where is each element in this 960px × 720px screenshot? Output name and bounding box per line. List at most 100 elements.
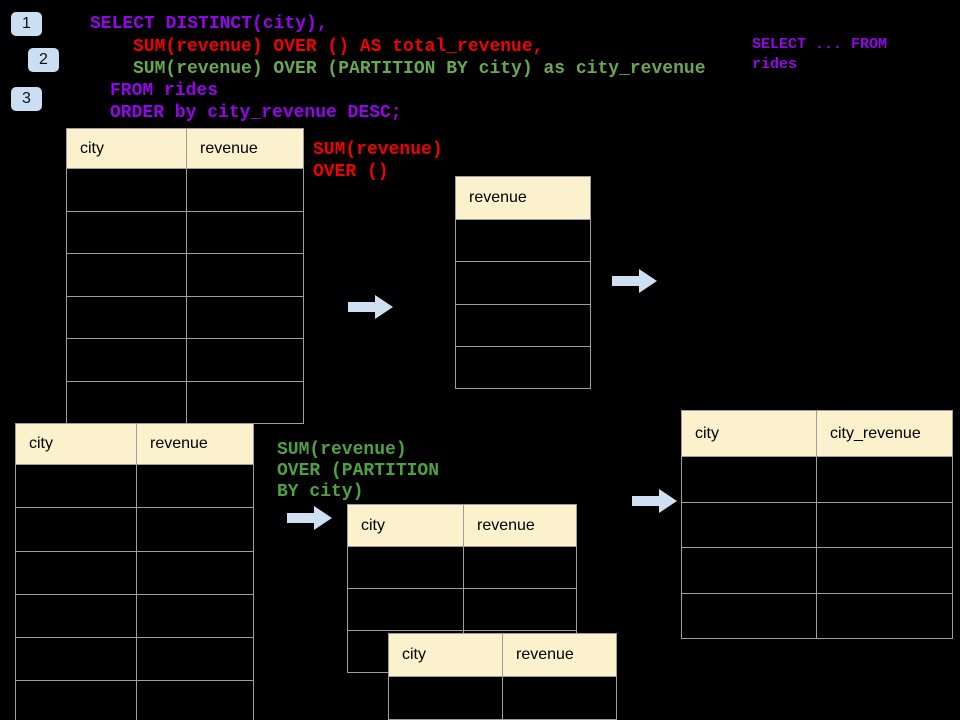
table-row: [389, 676, 616, 719]
table-partition-result: city city_revenue: [681, 410, 953, 639]
table-cell: [456, 305, 590, 346]
table-row: [16, 637, 253, 681]
table-partition-overlap: city revenue: [388, 633, 617, 720]
table-row: [16, 680, 253, 720]
table-partition-mid: city revenue: [347, 504, 577, 673]
table-cell: [67, 381, 187, 423]
table-cell: [137, 508, 253, 550]
table-cell: [67, 254, 187, 296]
table-cell: [682, 457, 817, 502]
table-cell: [16, 594, 137, 638]
table-cell: [817, 548, 952, 593]
table-cell: [682, 502, 817, 547]
arrow-right-icon: [632, 488, 678, 514]
table-cell: [817, 594, 952, 639]
column-header-revenue: revenue: [469, 189, 527, 206]
table-cell: [137, 595, 253, 637]
table-row: [456, 261, 590, 304]
table-cell: [187, 254, 303, 296]
annotation-partition-line1: SUM(revenue): [277, 440, 407, 460]
table-cell: [16, 551, 137, 594]
table-row: [348, 546, 576, 588]
table-cell: [137, 638, 253, 680]
table-row: [16, 464, 253, 508]
table-cell: [137, 681, 253, 720]
table-row: [67, 295, 303, 339]
table-row: [456, 303, 590, 346]
column-header-city: city: [682, 411, 817, 456]
table-cell: [67, 169, 187, 211]
table-row: [348, 588, 576, 630]
step-badge-3: 3: [11, 87, 42, 111]
table-total-result: revenue: [455, 176, 591, 390]
table-cell: [456, 262, 590, 303]
side-note-line2: rides: [752, 56, 798, 73]
sql-line-total: SUM(revenue) OVER () AS total_revenue,: [133, 37, 544, 57]
table-body: [16, 464, 253, 720]
table-row: [456, 345, 590, 389]
arrow-right-icon: [612, 268, 658, 294]
arrow-right-icon: [348, 294, 394, 320]
table-row: [67, 380, 303, 424]
table-cell: [16, 508, 137, 551]
table-header-row: revenue: [456, 177, 590, 219]
table-body: [682, 456, 952, 638]
sql-line-partition: SUM(revenue) OVER (PARTITION BY city) as…: [133, 59, 706, 79]
annotation-total-line1: SUM(revenue): [313, 140, 443, 160]
step-badge-1: 1: [11, 12, 42, 36]
arrow-right-icon: [287, 505, 333, 531]
table-cell: [16, 638, 137, 681]
table-cell: [67, 296, 187, 338]
column-header-city: city: [16, 424, 137, 464]
column-header-city: city: [389, 634, 503, 676]
table-body: [67, 168, 303, 423]
table-cell: [67, 211, 187, 253]
table-row: [682, 592, 952, 639]
table-cell: [464, 589, 576, 630]
sql-line-select: SELECT DISTINCT(city),: [90, 14, 328, 34]
table-row: [682, 547, 952, 593]
table-row: [67, 210, 303, 254]
table-cell: [682, 593, 817, 638]
table-cell: [16, 465, 137, 508]
table-cell: [137, 552, 253, 594]
table-cell: [187, 297, 303, 339]
column-header-revenue: revenue: [150, 435, 208, 452]
table-header-row: city revenue: [389, 634, 616, 676]
table-header-row: city revenue: [348, 505, 576, 546]
table-row: [16, 550, 253, 594]
table-row: [67, 168, 303, 211]
column-header-city: city: [348, 505, 464, 546]
column-header-revenue: revenue: [200, 139, 258, 157]
side-note-line1: SELECT ... FROM: [752, 36, 888, 53]
annotation-partition-line3: BY city): [277, 482, 364, 502]
table-cell: [464, 547, 576, 588]
table-body: [389, 676, 616, 720]
table-source-top: city revenue: [66, 128, 304, 424]
table-cell: [67, 339, 187, 381]
table-cell: [348, 589, 464, 630]
table-cell: [817, 457, 952, 502]
table-header-row: city revenue: [16, 424, 253, 464]
table-row: [682, 456, 952, 502]
table-row: [67, 338, 303, 381]
table-header-row: city revenue: [67, 129, 303, 168]
table-cell: [187, 212, 303, 254]
table-cell: [16, 681, 137, 720]
table-cell: [348, 547, 464, 588]
column-header-city-revenue: city_revenue: [830, 424, 921, 442]
table-body: [456, 219, 590, 389]
sql-line-order: ORDER by city_revenue DESC;: [110, 103, 402, 123]
table-cell: [817, 503, 952, 548]
table-header-row: city city_revenue: [682, 411, 952, 456]
table-source-bottom: city revenue: [15, 423, 254, 720]
sql-line-from: FROM rides: [110, 81, 219, 101]
step-badge-2: 2: [28, 48, 59, 72]
column-header-city: city: [67, 129, 187, 168]
column-header-revenue: revenue: [516, 646, 574, 663]
table-cell: [187, 382, 303, 424]
annotation-total-line2: OVER (): [313, 162, 389, 182]
table-row: [456, 219, 590, 262]
column-header-revenue: revenue: [477, 516, 535, 534]
